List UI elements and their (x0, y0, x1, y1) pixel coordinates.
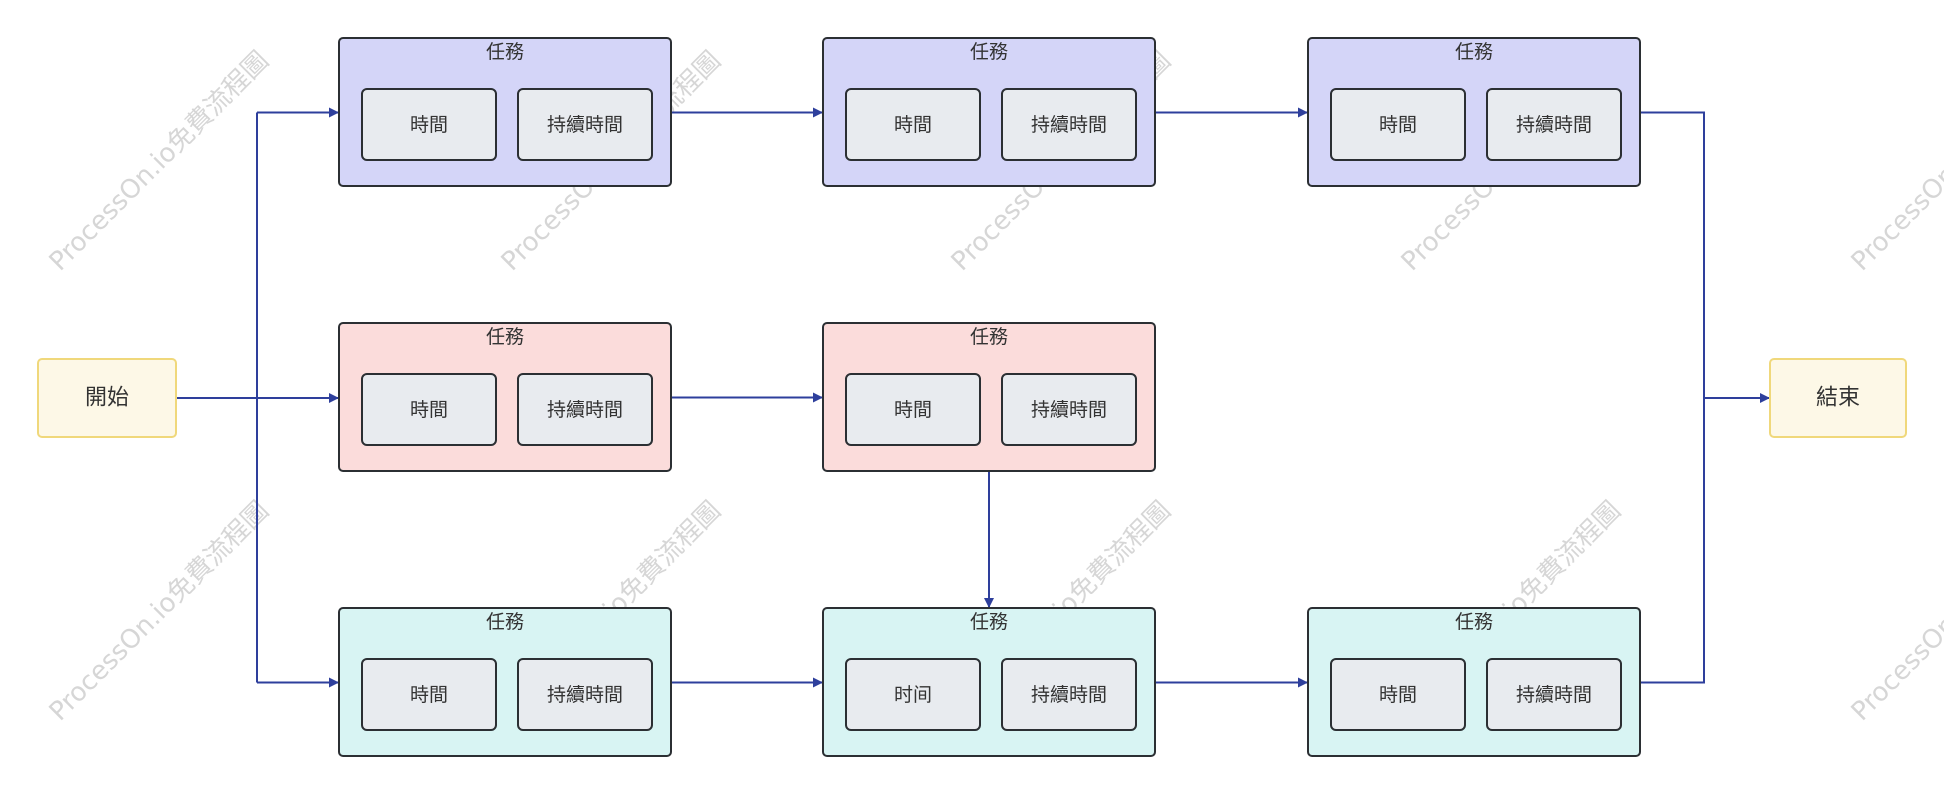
task-time-label: 時間 (410, 114, 448, 136)
task-time-box[interactable]: 时间 (845, 658, 981, 731)
task-duration-box[interactable]: 持續時間 (1001, 373, 1137, 446)
task-time-box[interactable]: 時間 (1330, 88, 1466, 161)
task-time-label: 時間 (410, 399, 448, 421)
start-node[interactable]: 開始 (37, 358, 177, 438)
task-time-label: 時間 (894, 114, 932, 136)
watermark-text: ProcessOn.io免費流程圖 (44, 46, 275, 277)
task-time-label: 時間 (1379, 114, 1417, 136)
task-duration-label: 持續時間 (1031, 114, 1107, 136)
task-title: 任務 (1455, 611, 1493, 633)
task-duration-label: 持續時間 (1516, 684, 1592, 706)
task-title: 任務 (486, 611, 524, 633)
connector-line (1640, 111, 1705, 684)
task-time-box[interactable]: 時間 (361, 373, 497, 446)
task-duration-label: 持續時間 (547, 399, 623, 421)
task-duration-box[interactable]: 持續時間 (517, 658, 653, 731)
end-label: 結束 (1816, 386, 1860, 411)
task-time-label: 時間 (410, 684, 448, 706)
task-duration-box[interactable]: 持續時間 (1001, 88, 1137, 161)
watermark-text: ProcessOn.io免費流程圖 (44, 496, 275, 727)
task-title: 任務 (970, 326, 1008, 348)
task-time-label: 时间 (894, 684, 932, 706)
start-label: 開始 (85, 386, 129, 411)
task-duration-box[interactable]: 持續時間 (517, 373, 653, 446)
task-title: 任務 (1455, 41, 1493, 63)
task-time-box[interactable]: 時間 (845, 373, 981, 446)
task-layer: 任務時間持續時間任務時間持續時間任務時間持續時間任務時間持續時間任務時間持續時間… (338, 37, 1641, 757)
task-duration-label: 持續時間 (1031, 399, 1107, 421)
task-duration-label: 持續時間 (547, 114, 623, 136)
task-time-box[interactable]: 時間 (1330, 658, 1466, 731)
task-time-box[interactable]: 時間 (361, 658, 497, 731)
connector-layer (176, 107, 1770, 688)
task-time-box[interactable]: 時間 (845, 88, 981, 161)
task-duration-box[interactable]: 持續時間 (1486, 658, 1622, 731)
task-duration-label: 持續時間 (547, 684, 623, 706)
task-title: 任務 (970, 611, 1008, 633)
task-title: 任務 (970, 41, 1008, 63)
task-duration-label: 持續時間 (1516, 114, 1592, 136)
task-duration-box[interactable]: 持續時間 (1001, 658, 1137, 731)
task-time-label: 時間 (894, 399, 932, 421)
task-title: 任務 (486, 326, 524, 348)
task-duration-label: 持續時間 (1031, 684, 1107, 706)
task-duration-box[interactable]: 持續時間 (517, 88, 653, 161)
task-time-label: 時間 (1379, 684, 1417, 706)
task-title: 任務 (486, 41, 524, 63)
watermark-text: ProcessOn.io免費流程圖 (1846, 46, 1944, 277)
end-node[interactable]: 結束 (1769, 358, 1907, 438)
task-time-box[interactable]: 時間 (361, 88, 497, 161)
task-duration-box[interactable]: 持續時間 (1486, 88, 1622, 161)
watermark-text: ProcessOn.io免費流程圖 (1846, 496, 1944, 727)
